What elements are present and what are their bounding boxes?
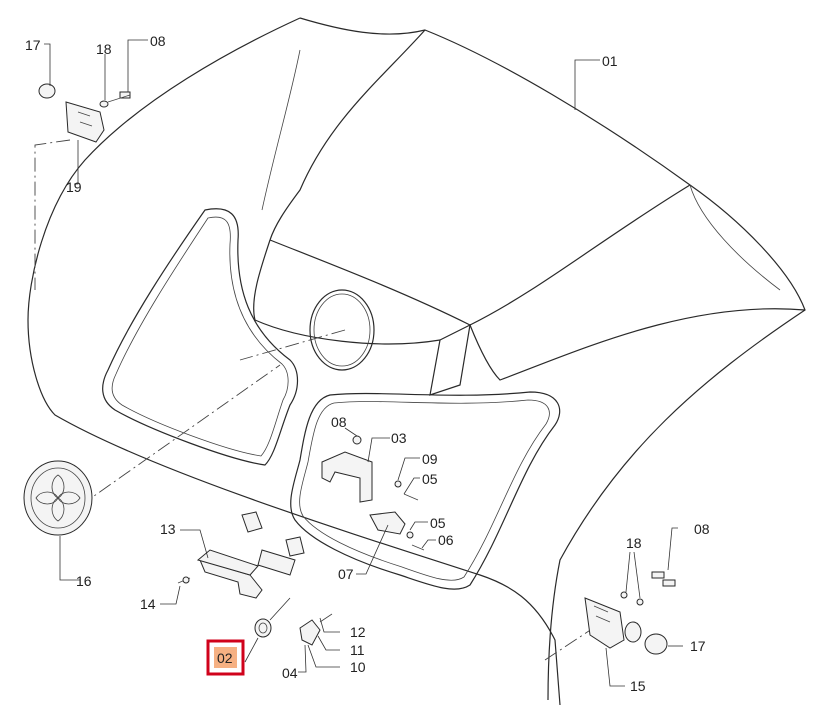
label-07: 07 xyxy=(338,566,354,582)
label-02-highlighted: 02 xyxy=(217,650,233,666)
part-labels: 17 18 08 19 01 08 03 09 05 05 06 07 08 1… xyxy=(25,33,710,694)
hood-body xyxy=(27,17,806,706)
label-17-right: 17 xyxy=(690,638,706,654)
leader-lines xyxy=(44,39,683,687)
label-04: 04 xyxy=(282,665,298,681)
label-06: 06 xyxy=(438,532,454,548)
right-bracket-assembly xyxy=(584,571,676,655)
highlighted-part-callout[interactable]: 02 xyxy=(206,639,245,676)
label-17-top: 17 xyxy=(25,37,41,53)
handle-assembly xyxy=(177,549,263,599)
label-19: 19 xyxy=(66,179,82,195)
highlight-fill xyxy=(214,647,237,668)
assembly-lines xyxy=(34,139,599,661)
label-08-center: 08 xyxy=(331,414,347,430)
label-01: 01 xyxy=(602,53,618,69)
highlight-frame xyxy=(206,639,245,676)
label-08-right: 08 xyxy=(694,521,710,537)
label-13: 13 xyxy=(160,521,176,537)
label-08-top: 08 xyxy=(150,33,166,49)
lock-parts xyxy=(241,511,333,646)
label-18-right: 18 xyxy=(626,535,642,551)
label-18-top: 18 xyxy=(96,41,112,57)
label-05-lower: 05 xyxy=(430,515,446,531)
label-11: 11 xyxy=(350,642,365,658)
label-05-upper: 05 xyxy=(422,471,438,487)
label-10: 10 xyxy=(350,659,366,675)
label-03: 03 xyxy=(391,430,407,446)
left-bracket-assembly xyxy=(38,83,131,143)
label-16: 16 xyxy=(76,573,92,589)
latch-assembly xyxy=(321,435,425,551)
label-09: 09 xyxy=(422,451,438,467)
emblem-part xyxy=(23,460,93,536)
left-recess xyxy=(102,208,299,466)
center-recess xyxy=(290,391,561,590)
label-15: 15 xyxy=(630,678,646,694)
label-14: 14 xyxy=(140,596,156,612)
label-12: 12 xyxy=(350,624,366,640)
